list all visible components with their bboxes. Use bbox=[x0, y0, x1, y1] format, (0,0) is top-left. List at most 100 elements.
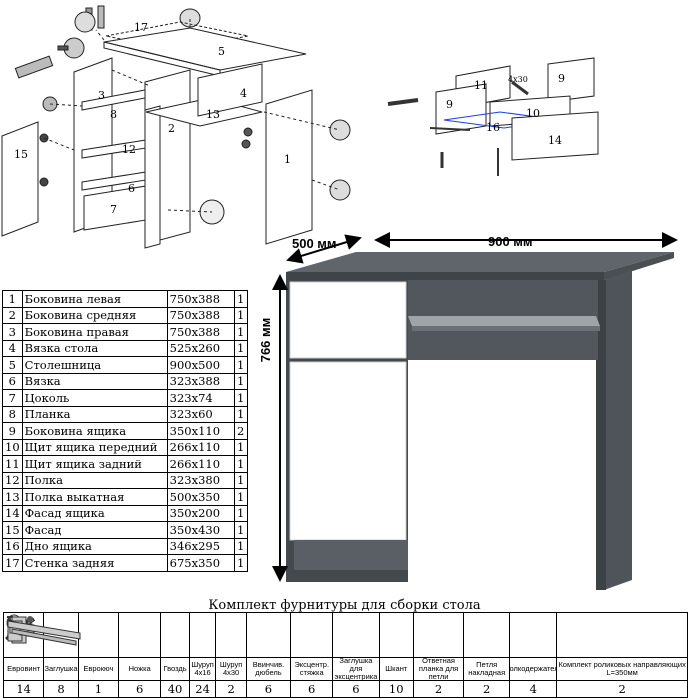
part-size: 266x110 bbox=[166, 455, 235, 473]
label-2: 2 bbox=[168, 122, 175, 135]
part-name: Щит ящика передний bbox=[21, 438, 168, 456]
hardware-title: Комплект фурнитуры для сборки стола bbox=[208, 598, 481, 613]
hardware-label: Ввинчив. дюбель bbox=[246, 658, 291, 681]
part-name: Дно ящика bbox=[21, 537, 168, 555]
label-8: 8 bbox=[110, 108, 117, 121]
hardware-qty: 2 bbox=[434, 682, 443, 696]
nail-icon bbox=[7, 613, 189, 658]
label-10: 10 bbox=[526, 107, 540, 120]
hardware-label: Евровинт bbox=[4, 658, 44, 681]
hex-key-icon bbox=[7, 613, 119, 658]
hardware-label: Ответная планка для петли bbox=[413, 658, 464, 681]
depth-dimension: 500 мм bbox=[292, 236, 337, 251]
drawer-exploded-view bbox=[387, 57, 599, 176]
hinge-icon bbox=[7, 613, 510, 658]
part-qty: 2 bbox=[233, 422, 248, 440]
hardware-label: Заглушка для эксцентрика bbox=[333, 658, 379, 681]
part-qty: 1 bbox=[233, 290, 248, 308]
part-name: Столешница bbox=[21, 356, 168, 374]
label-1: 1 bbox=[284, 153, 291, 166]
hardware-qty: 14 bbox=[16, 682, 31, 696]
part-name: Боковина правая bbox=[21, 323, 168, 341]
part-number: 16 bbox=[2, 537, 23, 555]
hardware-label: Комплект роликовых направляющих L=350мм bbox=[557, 658, 687, 681]
part-qty: 1 bbox=[233, 372, 248, 390]
hardware-label: Шкант bbox=[379, 658, 413, 681]
part-size: 323x388 bbox=[166, 372, 235, 390]
hardware-qty: 6 bbox=[136, 682, 144, 696]
part-number: 1 bbox=[2, 290, 23, 308]
part-name: Фасад ящика bbox=[21, 504, 168, 522]
part-number: 13 bbox=[2, 488, 23, 506]
hardware-qty: 6 bbox=[264, 682, 273, 696]
part-number: 7 bbox=[2, 389, 23, 407]
hardware-item: Полкодержатель4 bbox=[9, 613, 558, 697]
part-qty: 1 bbox=[233, 438, 248, 456]
hardware-qty: 1 bbox=[94, 682, 103, 696]
part-number: 14 bbox=[2, 504, 23, 522]
part-qty: 1 bbox=[233, 455, 248, 473]
part-number: 9 bbox=[2, 422, 23, 440]
part-name: Боковина ящика bbox=[21, 422, 168, 440]
hardware-label: Заглушка bbox=[44, 658, 78, 681]
hardware-qty: 6 bbox=[308, 682, 316, 696]
height-dimension: 766 мм bbox=[258, 318, 273, 363]
part-size: 750x388 bbox=[166, 306, 235, 324]
part-qty: 1 bbox=[233, 471, 248, 489]
part-size: 675x350 bbox=[166, 554, 235, 572]
hardware-qty: 6 bbox=[352, 682, 360, 696]
hardware-qty: 4 bbox=[529, 682, 537, 696]
part-number: 6 bbox=[2, 372, 23, 390]
part-number: 2 bbox=[2, 306, 23, 324]
hardware-label: Гвоздь bbox=[161, 658, 189, 681]
label-17: 17 bbox=[134, 21, 148, 34]
part-name: Стенка задняя bbox=[21, 554, 168, 572]
hardware-qty: 2 bbox=[618, 682, 626, 696]
part-size: 500x350 bbox=[166, 488, 235, 506]
exploded-labels: 17 5 3 4 8 2 13 12 1 15 6 7 bbox=[14, 21, 291, 216]
part-name: Цоколь bbox=[21, 389, 168, 407]
part-number: 3 bbox=[2, 323, 23, 341]
long-screw-icon bbox=[5, 613, 246, 658]
top-fasteners-icon bbox=[57, 5, 201, 59]
part-qty: 1 bbox=[233, 521, 248, 539]
part-qty: 1 bbox=[233, 488, 248, 506]
part-size: 266x110 bbox=[166, 438, 235, 456]
hardware-qty: 8 bbox=[57, 682, 65, 696]
hardware-qty: 24 bbox=[195, 682, 210, 696]
part-size: 750x388 bbox=[166, 290, 235, 308]
part-number: 11 bbox=[2, 455, 23, 473]
label-4x30: 4x30 bbox=[508, 75, 528, 84]
label-14: 14 bbox=[548, 134, 562, 147]
hardware-label: Эксцентр. стяжка bbox=[291, 658, 333, 681]
hardware-label: Шуруп 4x30 bbox=[216, 658, 246, 681]
part-number: 12 bbox=[2, 471, 23, 489]
hardware-label: Еврокюч bbox=[78, 658, 119, 681]
hardware-label: Ножка bbox=[119, 658, 161, 681]
label-9a: 9 bbox=[446, 98, 453, 111]
hardware-label: Шуруп 4x16 bbox=[189, 658, 216, 681]
part-size: 350x430 bbox=[166, 521, 235, 539]
label-6: 6 bbox=[128, 182, 135, 195]
